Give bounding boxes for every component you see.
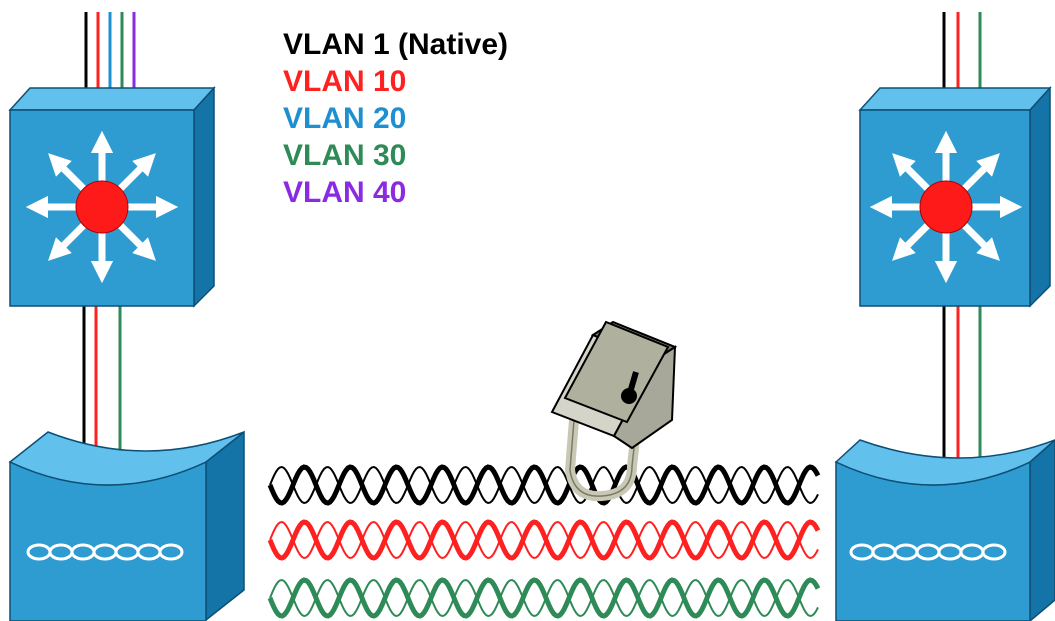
switch-core [75, 180, 129, 234]
workgroup-switch-side [1029, 439, 1055, 621]
legend-vlan-1: VLAN 1 (Native) [283, 28, 509, 61]
vlan-legend: VLAN 1 (Native) VLAN 10 VLAN 20 VLAN 30 … [283, 26, 508, 211]
switch-top-face [8, 87, 216, 111]
workgroup-switch-side [205, 430, 245, 621]
right-workgroup-switch-icon [834, 439, 1055, 621]
left-workgroup-switch-icon [8, 430, 245, 621]
left-multilayer-switch-icon [8, 86, 216, 308]
legend-vlan-20: VLAN 20 [283, 102, 407, 135]
port-chain-icon [849, 543, 1007, 561]
right-downlink-wires [942, 300, 982, 472]
legend-vlan-30: VLAN 30 [283, 139, 407, 172]
switch-side-face [193, 86, 215, 308]
workgroup-switch-front [9, 460, 207, 621]
workgroup-switch-front [835, 460, 1031, 621]
legend-vlan-40: VLAN 40 [283, 176, 407, 209]
padlock-icon [550, 320, 678, 502]
trunk-strand-vlan-10 [267, 519, 821, 561]
right-uplink-wires [942, 12, 982, 92]
legend-vlan-10: VLAN 10 [283, 65, 407, 98]
padlock-face [563, 320, 670, 424]
switch-side-face [1029, 86, 1051, 308]
workgroup-switch-top [834, 439, 1055, 486]
switch-top-face [858, 87, 1052, 111]
left-uplink-wires [84, 12, 136, 92]
switch-core [919, 180, 973, 234]
trunk-strand-vlan-30 [267, 577, 821, 619]
trunk-strand-vlan-1 [267, 464, 821, 506]
port-chain-icon [26, 543, 184, 561]
trunk-strands [267, 464, 821, 619]
workgroup-switch-top [8, 431, 245, 486]
right-multilayer-switch-icon [858, 86, 1052, 308]
